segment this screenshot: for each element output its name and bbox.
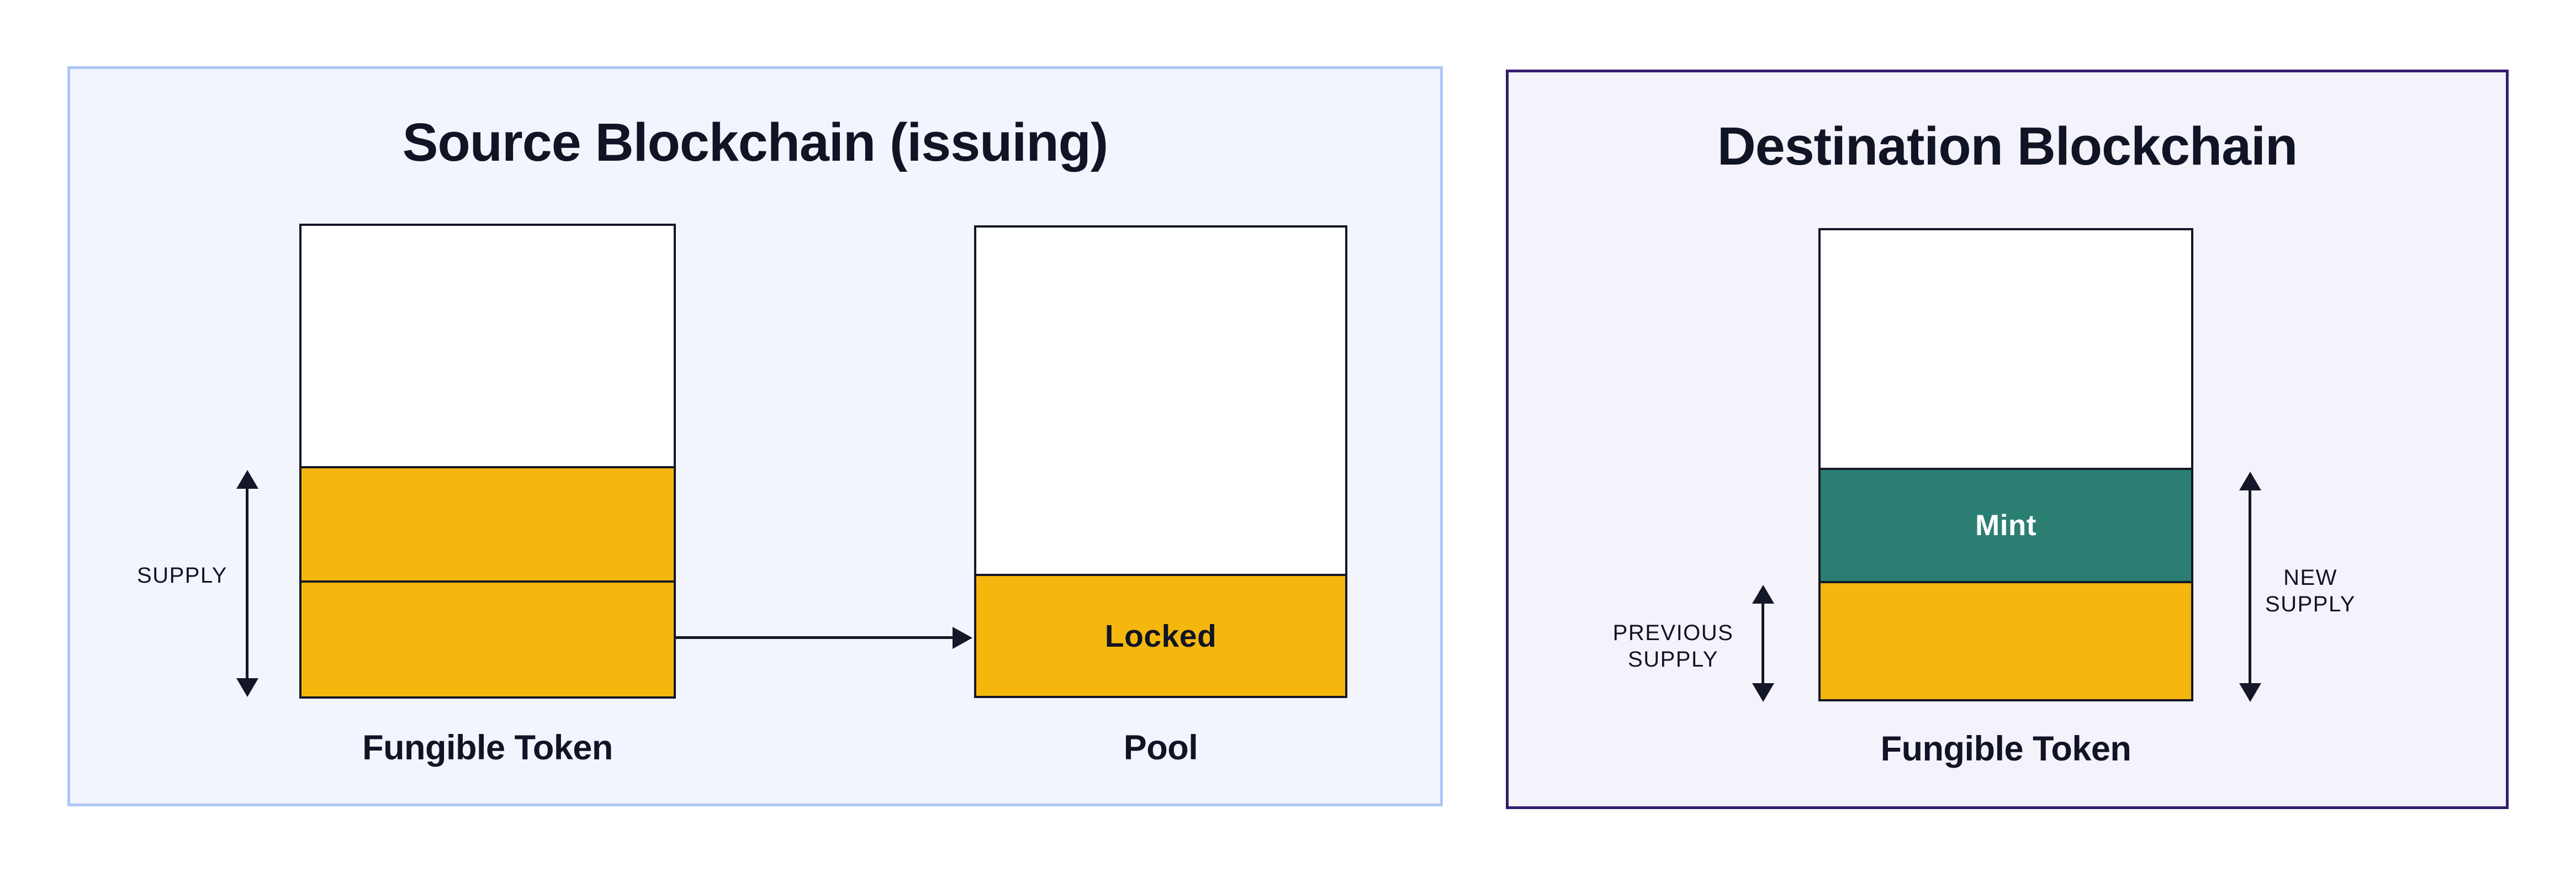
previous-supply-range-arrow-icon bbox=[1762, 603, 1764, 684]
new-supply-label-line1: NEW bbox=[2283, 566, 2337, 590]
previous-supply-label-line1: PREVIOUS bbox=[1612, 621, 1734, 645]
transfer-arrow-icon bbox=[676, 636, 953, 639]
previous-supply-label: PREVIOUS SUPPLY bbox=[1563, 620, 1784, 673]
pool-locked-section: Locked bbox=[976, 574, 1345, 696]
source-fungible-token-label: Fungible Token bbox=[362, 728, 613, 767]
pool-label: Pool bbox=[1123, 728, 1198, 767]
previous-supply-label-line2: SUPPLY bbox=[1628, 647, 1718, 672]
mint-section-label: Mint bbox=[1975, 509, 2037, 542]
destination-fungible-token-box: Mint bbox=[1818, 228, 2193, 701]
destination-token-unissued-section bbox=[1821, 230, 2191, 468]
destination-token-previous-supply-section bbox=[1821, 581, 2191, 699]
supply-range-arrow-icon bbox=[246, 488, 248, 679]
source-token-supply-upper-section bbox=[301, 466, 674, 580]
supply-label: SUPPLY bbox=[99, 562, 265, 589]
source-fungible-token-box bbox=[299, 224, 676, 699]
locked-section-label: Locked bbox=[1104, 618, 1217, 654]
source-token-supply-lower-section bbox=[301, 580, 674, 696]
pool-empty-section bbox=[976, 228, 1345, 574]
mint-section: Mint bbox=[1821, 468, 2191, 581]
source-token-unissued-section bbox=[301, 226, 674, 466]
new-supply-range-arrow-icon bbox=[2249, 490, 2251, 684]
pool-box: Locked bbox=[974, 225, 1347, 698]
source-panel-title: Source Blockchain (issuing) bbox=[402, 112, 1108, 172]
new-supply-label-line2: SUPPLY bbox=[2265, 592, 2356, 616]
destination-panel-title: Destination Blockchain bbox=[1717, 116, 2298, 176]
supply-label-text: SUPPLY bbox=[137, 563, 228, 588]
destination-fungible-token-label: Fungible Token bbox=[1880, 730, 2131, 768]
new-supply-label: NEW SUPPLY bbox=[2200, 564, 2421, 617]
